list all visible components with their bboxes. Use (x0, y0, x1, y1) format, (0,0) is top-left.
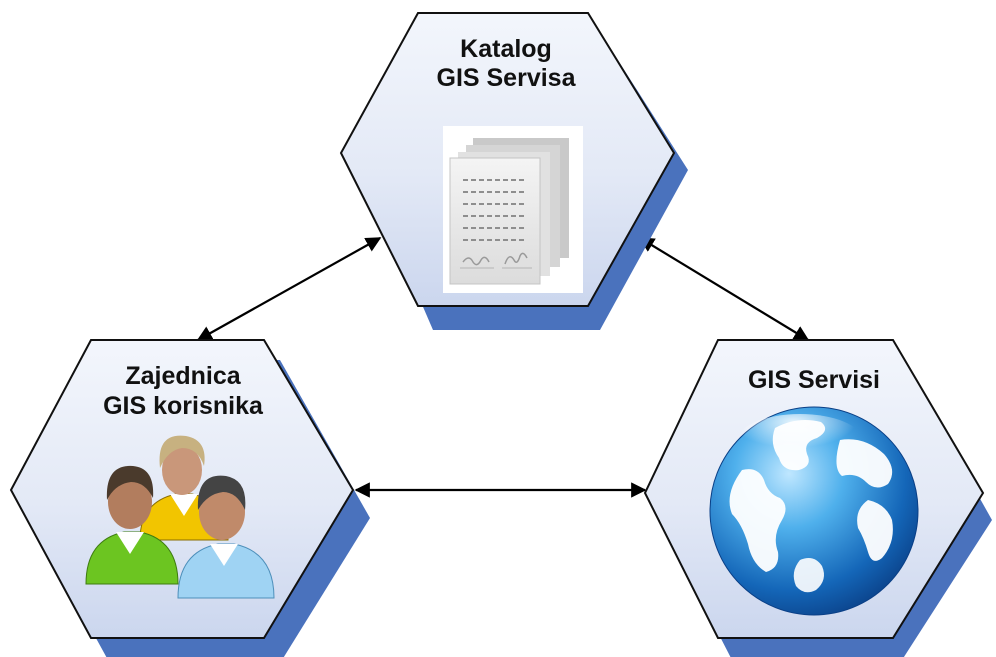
community-title-line2: GIS korisnika (103, 392, 264, 420)
connector-catalog-services (638, 237, 810, 341)
globe-icon (709, 406, 919, 616)
catalog-title-line1: Katalog (460, 35, 552, 63)
hexagon-catalog: Katalog GIS Servisa (339, 12, 688, 330)
users-group-icon (85, 435, 275, 599)
hexagon-services: GIS Servisi (643, 339, 992, 657)
community-title-line1: Zajednica (125, 362, 241, 390)
documents-icon (443, 126, 583, 293)
services-title: GIS Servisi (748, 366, 880, 394)
catalog-title-line2: GIS Servisa (437, 64, 577, 92)
connector-catalog-community (196, 237, 382, 341)
hexagon-community: Zajednica GIS korisnika (9, 339, 370, 657)
